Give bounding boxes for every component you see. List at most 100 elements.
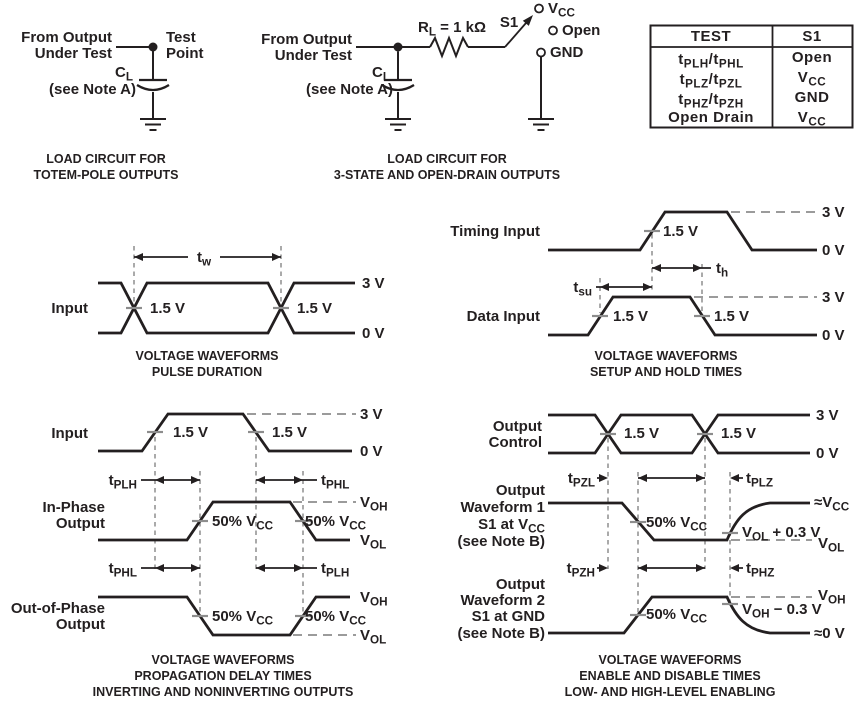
waveform1-label-line1: Output: [496, 482, 545, 499]
vcc-contact: [534, 3, 544, 14]
signal-label: Input: [51, 300, 88, 317]
figure-caption-line1: LOAD CIRCUIT FOR: [387, 152, 506, 166]
outphase-output-waveform: [98, 595, 350, 637]
capacitor-plate-curved: [381, 84, 415, 92]
resistor-label: RL = 1 kΩ: [418, 19, 486, 39]
high-level-label: 3 V: [822, 289, 845, 306]
figure-caption-line2: ENABLE AND DISABLE TIMES: [579, 669, 761, 683]
waveform2-label-line2: Waveform 2: [461, 592, 545, 609]
table-cell-s1: GND: [795, 89, 830, 106]
arrowhead-left: [652, 264, 661, 272]
pct50-label: 50% VCC: [212, 608, 274, 628]
arrowhead-left: [134, 253, 143, 261]
control-signal-label-line1: Output: [493, 418, 542, 435]
voh-label: VOH: [818, 587, 846, 607]
figure-caption-line1: VOLTAGE WAVEFORMS: [135, 349, 278, 363]
figure-caption-line3: LOW- AND HIGH-LEVEL ENABLING: [565, 685, 776, 699]
table-row: tPLH/tPHL Open: [678, 49, 831, 71]
vcc-contact-label: VCC: [548, 0, 575, 20]
arrowhead-right: [599, 474, 608, 482]
arrowhead-right: [599, 564, 608, 572]
table-header-test: TEST: [691, 28, 731, 45]
arrowhead-left: [256, 564, 265, 572]
threshold-label: 1.5 V: [624, 425, 659, 442]
output-control-waveform-a: [548, 413, 810, 455]
inphase-output-waveform: [98, 500, 350, 542]
output-waveform2: [548, 595, 810, 635]
enable-disable-waveform: tPZL tPLZ tPZH tPHZ Output Control 1.5 V…: [457, 407, 849, 699]
setup-time-label: tsu: [573, 279, 592, 299]
arrowhead-right: [294, 564, 303, 572]
outphase-signal-label-line1: Out-of-Phase: [11, 600, 105, 617]
arrowhead-right: [696, 474, 705, 482]
table-row: tPHZ/tPZH GND: [678, 89, 829, 111]
arrowhead-left: [256, 476, 265, 484]
tpzh-label: tPZH: [567, 560, 595, 580]
output-waveform1: [548, 501, 810, 542]
data-signal-label: Data Input: [467, 308, 540, 325]
capacitor-note: (see Note A): [306, 81, 393, 98]
capacitor-plate-curved: [136, 84, 170, 92]
table-cell-s1: VCC: [798, 69, 826, 89]
low-level-label: 0 V: [822, 242, 845, 259]
input-signal-label: Input: [51, 425, 88, 442]
threshold-label: 1.5 V: [613, 308, 648, 325]
table-cell-test: tPLH/tPHL: [678, 51, 743, 71]
pct50-label: 50% VCC: [646, 606, 708, 626]
waveform2-label-line1: Output: [496, 576, 545, 593]
control-signal-label-line2: Control: [489, 434, 542, 451]
waveform2-label-line4: (see Note B): [457, 625, 545, 642]
vol-label: VOL: [818, 535, 844, 555]
threshold-label: 1.5 V: [297, 300, 332, 317]
source-label-line2: Under Test: [275, 47, 352, 64]
table-cell-test: tPHZ/tPZH: [678, 91, 743, 111]
hold-time-label: th: [716, 260, 728, 280]
high-level-label: 3 V: [822, 204, 845, 221]
low-level-label: 0 V: [360, 443, 383, 460]
capacitor-note: (see Note A): [49, 81, 136, 98]
threshold-label: 1.5 V: [663, 223, 698, 240]
ground-symbol: [385, 118, 411, 131]
waveform1-label-line4: (see Note B): [457, 533, 545, 550]
table-border: [649, 24, 854, 129]
threshold-label: 1.5 V: [714, 308, 749, 325]
low-level-label: 0 V: [816, 445, 839, 462]
threshold-label: 1.5 V: [173, 424, 208, 441]
tplz-label: tPLZ: [746, 470, 773, 490]
figure-caption-line1: VOLTAGE WAVEFORMS: [598, 653, 741, 667]
table-cell-s1: VCC: [798, 109, 826, 129]
tplh-label: tPLH: [109, 472, 137, 492]
arrowhead-right: [191, 564, 200, 572]
vol-label: VOL: [360, 627, 386, 647]
voh-label: VOH: [360, 589, 388, 609]
arrowhead-left: [638, 474, 647, 482]
test-point-label-line1: Test: [166, 29, 196, 46]
figure-caption-line1: VOLTAGE WAVEFORMS: [594, 349, 737, 363]
load-circuit-3-state: From Output Under Test RL = 1 kΩ S1 VCC …: [261, 0, 600, 182]
resistor-zigzag: [429, 35, 469, 59]
arrowhead-left: [600, 283, 609, 291]
threshold-label: 1.5 V: [272, 424, 307, 441]
inphase-signal-label-line1: In-Phase: [42, 499, 105, 516]
outphase-signal-label-line2: Output: [56, 616, 105, 633]
junction-node: [393, 42, 403, 52]
input-waveform-a: [98, 281, 355, 335]
open-contact: [548, 25, 558, 36]
tphl-label: tPHL: [109, 560, 137, 580]
timing-input-waveform: [548, 210, 817, 252]
figure-caption-line2: PULSE DURATION: [152, 365, 262, 379]
voh-label: VOH: [360, 494, 388, 514]
table-cell-test: tPLZ/tPZL: [680, 71, 743, 91]
switch-arm-arrowhead: [522, 15, 533, 26]
input-waveform-b: [98, 281, 355, 335]
tphz-label: tPHZ: [746, 560, 774, 580]
waveform1-label-line2: Waveform 1: [461, 499, 545, 516]
table-cell-test: Open Drain: [668, 109, 754, 126]
arrowhead-left: [638, 564, 647, 572]
arrowhead-left: [730, 474, 739, 482]
arrowhead-right: [272, 253, 281, 261]
figure-caption-line2: TOTEM-POLE OUTPUTS: [34, 168, 179, 182]
data-input-waveform: [548, 295, 817, 337]
open-contact-label: Open: [562, 22, 600, 39]
